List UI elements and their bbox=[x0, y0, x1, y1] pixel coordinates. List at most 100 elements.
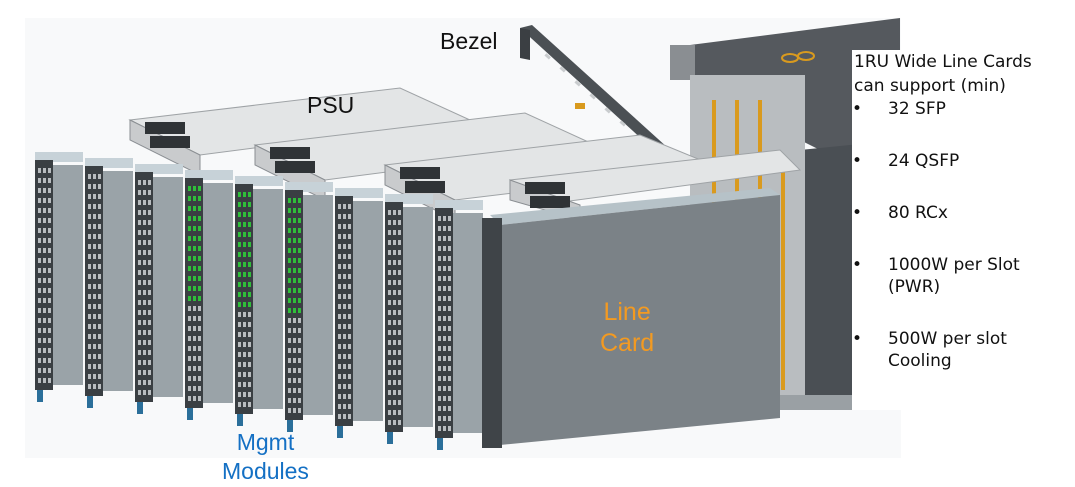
port bbox=[288, 208, 291, 213]
port bbox=[443, 376, 446, 381]
port bbox=[448, 366, 451, 371]
bezel-label: Bezel bbox=[440, 28, 498, 54]
port bbox=[143, 210, 146, 215]
port bbox=[438, 256, 441, 261]
port bbox=[438, 236, 441, 241]
port bbox=[143, 310, 146, 315]
port bbox=[188, 266, 191, 271]
port bbox=[93, 354, 96, 359]
port bbox=[193, 306, 196, 311]
port bbox=[138, 290, 141, 295]
port bbox=[98, 254, 101, 259]
port bbox=[293, 248, 296, 253]
ejector-tab bbox=[287, 420, 293, 432]
port bbox=[43, 308, 46, 313]
port bbox=[193, 256, 196, 261]
port bbox=[343, 394, 346, 399]
port bbox=[93, 214, 96, 219]
port bbox=[438, 276, 441, 281]
port bbox=[43, 238, 46, 243]
port bbox=[238, 292, 241, 297]
port bbox=[288, 398, 291, 403]
bullet-icon: • bbox=[852, 203, 863, 223]
port bbox=[193, 216, 196, 221]
port bbox=[38, 248, 41, 253]
port bbox=[243, 402, 246, 407]
port bbox=[288, 388, 291, 393]
port bbox=[248, 402, 251, 407]
port bbox=[388, 270, 391, 275]
port bbox=[448, 296, 451, 301]
port bbox=[38, 278, 41, 283]
port bbox=[198, 266, 201, 271]
port bbox=[348, 274, 351, 279]
bezel-logo bbox=[575, 103, 585, 109]
port bbox=[148, 210, 151, 215]
port bbox=[148, 300, 151, 305]
port bbox=[193, 386, 196, 391]
port bbox=[338, 224, 341, 229]
port bbox=[148, 350, 151, 355]
port bbox=[193, 376, 196, 381]
port bbox=[448, 326, 451, 331]
port bbox=[98, 194, 101, 199]
port bbox=[143, 350, 146, 355]
port bbox=[148, 190, 151, 195]
spec-item: • 24 QSFP bbox=[852, 150, 1075, 172]
port bbox=[88, 254, 91, 259]
port bbox=[143, 220, 146, 225]
port bbox=[88, 204, 91, 209]
port bbox=[298, 198, 301, 203]
port bbox=[148, 360, 151, 365]
port bbox=[398, 330, 401, 335]
port bbox=[298, 218, 301, 223]
port bbox=[298, 228, 301, 233]
port bbox=[198, 246, 201, 251]
port bbox=[238, 212, 241, 217]
port bbox=[238, 362, 241, 367]
port bbox=[143, 300, 146, 305]
port bbox=[338, 314, 341, 319]
port bbox=[438, 296, 441, 301]
port bbox=[443, 296, 446, 301]
port bbox=[98, 344, 101, 349]
ejector-tab bbox=[337, 426, 343, 438]
port bbox=[443, 366, 446, 371]
port bbox=[248, 212, 251, 217]
port bbox=[198, 296, 201, 301]
port bbox=[388, 410, 391, 415]
port bbox=[443, 236, 446, 241]
port bbox=[298, 388, 301, 393]
port bbox=[293, 338, 296, 343]
port bbox=[448, 246, 451, 251]
port bbox=[438, 406, 441, 411]
port bbox=[448, 416, 451, 421]
port bbox=[88, 274, 91, 279]
port bbox=[198, 206, 201, 211]
port bbox=[38, 378, 41, 383]
port bbox=[93, 264, 96, 269]
port bbox=[188, 216, 191, 221]
port bbox=[343, 214, 346, 219]
port bbox=[98, 374, 101, 379]
port bbox=[93, 194, 96, 199]
port bbox=[448, 406, 451, 411]
module-card bbox=[285, 182, 333, 432]
port bbox=[148, 280, 151, 285]
port bbox=[243, 242, 246, 247]
port bbox=[448, 426, 451, 431]
ejector-tab bbox=[87, 396, 93, 408]
port bbox=[448, 236, 451, 241]
port bbox=[98, 304, 101, 309]
port bbox=[38, 348, 41, 353]
psu-unit bbox=[128, 87, 472, 176]
ejector-tab bbox=[137, 402, 143, 414]
port bbox=[43, 368, 46, 373]
port bbox=[348, 224, 351, 229]
port bbox=[248, 342, 251, 347]
port bbox=[243, 302, 246, 307]
port bbox=[388, 240, 391, 245]
spec-item: • 1000W per Slot (PWR) bbox=[852, 254, 1075, 298]
port bbox=[148, 200, 151, 205]
port bbox=[288, 198, 291, 203]
